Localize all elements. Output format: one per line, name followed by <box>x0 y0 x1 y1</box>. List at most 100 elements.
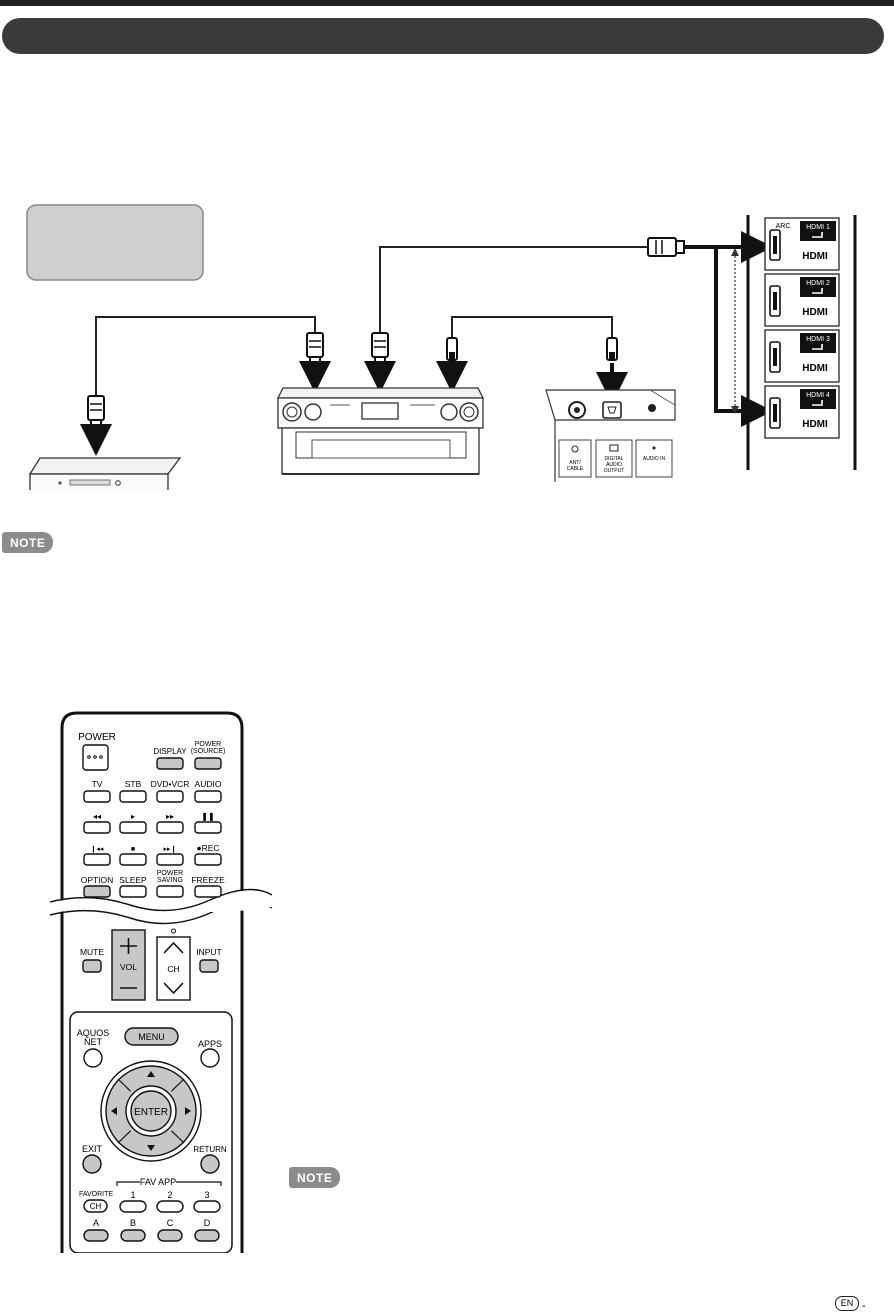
hdmi-port-label: HDMI 1 <box>806 224 830 231</box>
channel-rocker[interactable] <box>156 936 191 1001</box>
power-source-label: POWER(SOURCE) <box>191 741 226 755</box>
enter-button[interactable] <box>130 1090 172 1132</box>
stb-label: STB <box>125 779 142 789</box>
input-button[interactable] <box>199 959 219 973</box>
hdmi-port-label: HDMI 3 <box>806 336 830 343</box>
hdmi-plug-avr-out <box>371 332 389 366</box>
fav-2-button[interactable] <box>156 1200 184 1213</box>
tv-button[interactable] <box>83 790 111 803</box>
fav-1-button[interactable] <box>119 1200 147 1213</box>
play-icon: ▸ <box>131 812 135 821</box>
apps-button[interactable] <box>200 1048 220 1068</box>
color-key-label: A <box>93 1218 99 1228</box>
hdmi-plug-avr-in <box>306 332 324 366</box>
pause-button[interactable] <box>194 821 222 834</box>
player-device <box>28 457 182 490</box>
hdmi-logo-text: HDMI <box>802 363 828 374</box>
dvd-vcr-label: DVD•VCR <box>151 779 190 789</box>
section-header-bar <box>2 18 884 54</box>
favorite-ch-button[interactable] <box>83 1199 108 1213</box>
fav-1-label: 1 <box>130 1190 135 1200</box>
stb-button[interactable] <box>119 790 147 803</box>
hdmi-port-1: HDMI 1 HDMI ARC <box>764 217 840 271</box>
up-arrow-icon <box>147 1071 155 1077</box>
ch-label: CH <box>167 964 179 974</box>
audio-in-label: AUDIO IN <box>643 456 666 462</box>
dvd-vcr-button[interactable] <box>156 790 184 803</box>
color-key-b-button[interactable] <box>120 1229 146 1242</box>
hdmi-plug-player <box>87 395 105 429</box>
pause-icon: ❚❚ <box>201 812 214 821</box>
optical-plug-avr <box>446 337 458 361</box>
return-label: RETURN <box>193 1145 227 1154</box>
sleep-label: SLEEP <box>119 875 147 885</box>
mute-button[interactable] <box>82 959 102 973</box>
hdmi-port-label: HDMI 4 <box>806 392 830 399</box>
aquos-net-button[interactable] <box>83 1048 103 1068</box>
fav-3-label: 3 <box>204 1190 209 1200</box>
av-receiver <box>276 387 485 475</box>
color-key-c-button[interactable] <box>157 1229 183 1242</box>
display-label: DISPLAY <box>153 747 187 756</box>
arc-label: ARC <box>776 223 791 230</box>
stop-icon: ■ <box>131 846 135 853</box>
mute-label: MUTE <box>80 947 104 957</box>
right-arrow-icon <box>185 1107 191 1115</box>
menu-button[interactable] <box>124 1027 179 1046</box>
audio-label: AUDIO <box>195 779 222 789</box>
hdmi-logo-text: HDMI <box>802 307 828 318</box>
ant-cable-label: ANT/CABLE <box>567 460 584 472</box>
fav-2-label: 2 <box>167 1190 172 1200</box>
skip-forward-button[interactable] <box>156 853 184 866</box>
device-label-box <box>26 204 204 281</box>
power-source-button[interactable] <box>194 757 222 770</box>
hdmi-logo-text: HDMI <box>802 419 828 430</box>
skip-back-icon: ❙◂◂ <box>91 845 104 853</box>
stop-button[interactable] <box>119 853 147 866</box>
freeze-button[interactable] <box>194 885 222 898</box>
vol-label: VOL <box>120 962 137 972</box>
color-key-d-button[interactable] <box>194 1229 220 1242</box>
power-button[interactable] <box>82 744 109 771</box>
rec-button[interactable] <box>194 853 222 866</box>
input-label: INPUT <box>196 947 222 957</box>
hdmi-plug-tv <box>647 237 685 257</box>
hdmi-port-2: HDMI 2 HDMI <box>764 273 840 327</box>
skip-back-button[interactable] <box>83 853 111 866</box>
power-label: POWER <box>78 732 116 743</box>
color-key-label: B <box>130 1218 136 1228</box>
return-button[interactable] <box>200 1154 220 1174</box>
rewind-button[interactable] <box>83 821 111 834</box>
rec-label: ●REC <box>196 843 219 853</box>
language-badge: EN <box>835 1296 859 1311</box>
hdmi-port-4: HDMI 4 HDMI <box>764 385 840 439</box>
play-button[interactable] <box>119 821 147 834</box>
tv-label: TV <box>92 779 103 789</box>
remote-control: POWER DISPLAY POWER(SOURCE) TV STB DVD•VCR AUD… <box>50 711 272 1253</box>
cable-player-to-avr <box>95 316 316 400</box>
freeze-label: FREEZE <box>191 875 225 885</box>
power-saving-button[interactable] <box>156 885 184 898</box>
left-arrow-icon <box>111 1107 117 1115</box>
option-button[interactable] <box>83 885 111 898</box>
optical-plug-tv <box>606 337 618 361</box>
sleep-button[interactable] <box>119 885 147 898</box>
top-rule <box>0 0 894 6</box>
down-arrow-icon <box>147 1145 155 1151</box>
enter-label: ENTER <box>134 1107 168 1118</box>
color-key-a-button[interactable] <box>83 1229 109 1242</box>
fav-3-button[interactable] <box>193 1200 221 1213</box>
audio-button[interactable] <box>194 790 222 803</box>
display-button[interactable] <box>156 757 184 770</box>
hdmi-port-label: HDMI 2 <box>806 280 830 287</box>
exit-button[interactable] <box>82 1154 102 1174</box>
fast-forward-button[interactable] <box>156 821 184 834</box>
favorite-label: FAVORITE <box>79 1191 113 1198</box>
apps-label: APPS <box>198 1039 222 1049</box>
note-badge-2: NOTE <box>289 1167 341 1188</box>
hdmi-logo-text: HDMI <box>802 251 828 262</box>
